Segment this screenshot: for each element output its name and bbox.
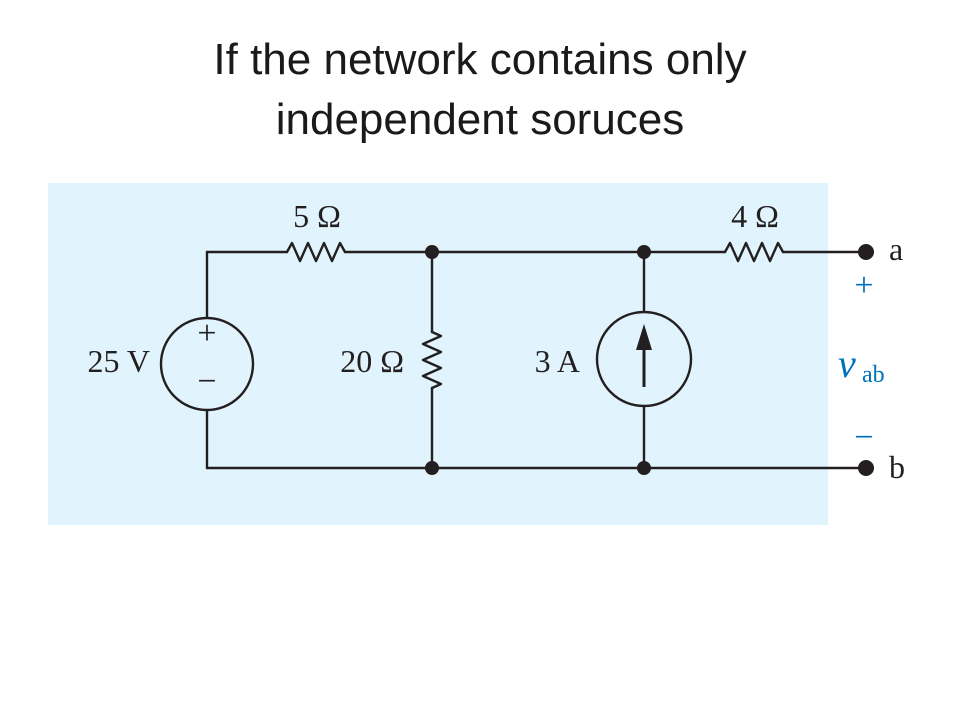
node-top-right xyxy=(637,245,651,259)
terminal-a-label: a xyxy=(889,231,903,267)
resistor-5-label: 5 Ω xyxy=(293,198,341,234)
resistor-4-ohm xyxy=(723,241,785,263)
node-bottom-right xyxy=(637,461,651,475)
output-voltage-label: + v ab − xyxy=(838,267,885,456)
terminal-a-dot xyxy=(858,244,874,260)
voltage-source-minus: − xyxy=(197,363,216,400)
slide-title: If the network contains only independent… xyxy=(0,30,960,150)
resistor-20-ohm xyxy=(421,330,443,390)
vab-plus: + xyxy=(854,267,873,304)
title-line-1: If the network contains only xyxy=(213,35,747,84)
terminal-b-dot xyxy=(858,460,874,476)
circuit-nodes xyxy=(425,244,874,476)
circuit-wires xyxy=(205,241,868,470)
title-line-2: independent soruces xyxy=(275,95,685,144)
terminal-b-label: b xyxy=(889,449,905,485)
resistor-4-label: 4 Ω xyxy=(731,198,779,234)
resistor-5-ohm xyxy=(285,241,347,263)
node-top-mid xyxy=(425,245,439,259)
vab-subscript: ab xyxy=(862,362,885,388)
voltage-source-plus: + xyxy=(197,315,216,352)
voltage-source: + − xyxy=(159,315,255,412)
current-source xyxy=(595,310,693,408)
vab-symbol: v xyxy=(838,341,856,386)
node-bottom-mid xyxy=(425,461,439,475)
voltage-source-label: 25 V xyxy=(87,343,150,379)
resistor-20-label: 20 Ω xyxy=(340,343,404,379)
current-source-label: 3 A xyxy=(535,343,580,379)
arrow-head-icon xyxy=(636,324,652,350)
vab-minus: − xyxy=(854,419,873,456)
voltage-source-circle xyxy=(159,316,255,412)
